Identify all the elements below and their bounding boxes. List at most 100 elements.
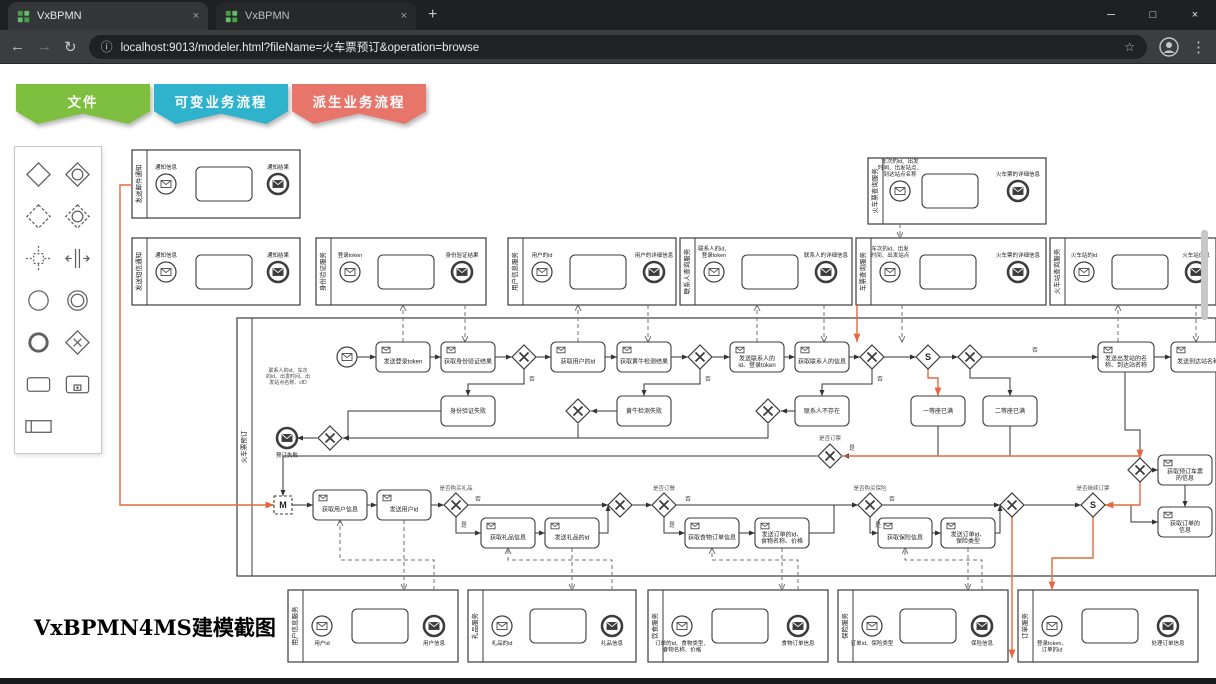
bpmn-task[interactable] (378, 255, 434, 289)
end-event-icon[interactable] (19, 321, 58, 363)
bpmn-start[interactable] (337, 347, 357, 367)
gateway-marker: M (279, 500, 287, 510)
bpmn-end[interactable]: 保险信息 (971, 616, 994, 647)
bpmn-start[interactable]: 登录token (338, 251, 362, 282)
menu-icon[interactable]: ⋮ (1191, 38, 1206, 56)
bpmn-task[interactable]: 发送订单的id、食物名称、价格 (755, 518, 809, 548)
bpmn-task[interactable] (530, 609, 586, 643)
task-label: 黄牛检测失败 (626, 407, 662, 415)
subprocess-icon[interactable] (58, 363, 97, 405)
reload-button[interactable]: ↻ (64, 38, 77, 56)
space-tool-icon[interactable] (58, 237, 97, 279)
new-tab-button[interactable]: + (428, 6, 437, 24)
tab-close-icon[interactable]: × (193, 10, 199, 22)
bookmark-star-icon[interactable]: ☆ (1124, 40, 1135, 54)
bpmn-end[interactable]: 用户信息 (423, 616, 446, 647)
bpmn-task[interactable] (920, 255, 976, 289)
pool-label: 保险服务 (840, 613, 849, 640)
bpmn-task[interactable] (1112, 255, 1168, 289)
vxbpmn-logo-icon (17, 10, 30, 23)
task-label: 二等座已满 (995, 407, 1025, 415)
bpmn-task[interactable] (1082, 609, 1138, 643)
bpmn-task[interactable] (742, 255, 798, 289)
minimize-button[interactable]: ─ (1090, 0, 1132, 30)
ribbon-tab-variable-process[interactable]: 可变业务流程 (154, 84, 288, 124)
dashed-event-gateway-icon[interactable] (58, 195, 97, 237)
tab-close-icon[interactable]: × (401, 10, 407, 22)
bpmn-task[interactable]: 联系人不存在 (795, 396, 849, 426)
bpmn-task[interactable]: 获取身份验证结果 (441, 342, 495, 372)
event-label: 礼品信息 (601, 639, 624, 647)
bpmn-task[interactable] (922, 174, 978, 208)
ribbon-tab-derived-process[interactable]: 派生业务流程 (292, 84, 426, 124)
task-icon[interactable] (19, 363, 58, 405)
profile-avatar-icon[interactable] (1159, 37, 1179, 57)
bpmn-end[interactable]: 预订失败 (276, 428, 299, 459)
bpmn-task[interactable]: 获取食物订单信息 (685, 518, 739, 548)
bpmn-task[interactable]: 一等座已满 (911, 396, 965, 426)
info-icon[interactable]: ⓘ (101, 38, 113, 55)
canvas-scrollbar[interactable] (1201, 230, 1208, 320)
bpmn-task[interactable]: 获取预订车票的信息 (1158, 455, 1212, 485)
diagram-label: 是 (849, 445, 855, 452)
bpmn-task[interactable] (352, 609, 408, 643)
bpmn-end[interactable]: 通知结果 (267, 163, 290, 194)
bpmn-task[interactable]: 获取礼品信息 (481, 518, 535, 548)
participant-icon[interactable] (19, 405, 58, 447)
event-label: 通知结果 (267, 251, 290, 259)
bpmn-task[interactable]: 获取用户的id (551, 342, 605, 372)
bpmn-task[interactable]: 获取订单的信息 (1158, 507, 1212, 537)
crosshair-tool-icon[interactable] (19, 237, 58, 279)
bpmn-task[interactable]: 发送登录token (376, 342, 430, 372)
address-bar[interactable]: ⓘ localhost:9013/modeler.html?fileName=火… (89, 35, 1147, 59)
maximize-button[interactable]: □ (1132, 0, 1174, 30)
bpmn-task[interactable]: 获取保险信息 (878, 518, 932, 548)
bpmn-task[interactable] (196, 167, 252, 201)
bpmn-task[interactable] (900, 609, 956, 643)
bpmn-start[interactable]: 用户id (312, 616, 332, 647)
ribbon-tab-file[interactable]: 文件 (16, 84, 150, 124)
task-label: 获取预订车票 (1167, 467, 1203, 475)
bpmn-start[interactable]: 通知信息 (155, 163, 178, 194)
complex-gateway-icon[interactable] (58, 321, 97, 363)
bpmn-task[interactable]: 发送出发站的名称、到达站名称 (1098, 342, 1154, 372)
exclusive-gateway-icon[interactable] (19, 153, 58, 195)
event-gateway-icon[interactable] (58, 153, 97, 195)
pool-label: 身份验证服务 (318, 252, 327, 292)
forward-button[interactable]: → (37, 38, 52, 55)
bpmn-task[interactable]: 身份验证失败 (441, 396, 495, 426)
browser-tab-2[interactable]: VxBPMN × (216, 2, 416, 30)
bpmn-start[interactable]: 通知信息 (155, 251, 178, 282)
bpmn-task[interactable]: 二等座已满 (983, 396, 1037, 426)
browser-tab-1[interactable]: VxBPMN × (8, 2, 208, 30)
bpmn-start[interactable]: 礼品的id (492, 616, 513, 647)
bpmn-m[interactable]: M (274, 496, 292, 514)
bpmn-task[interactable]: 获取联系人的信息 (795, 342, 849, 372)
bpmn-task[interactable]: 获取用户信息 (313, 490, 367, 520)
vxbpmn-logo-icon (225, 10, 238, 23)
bpmn-task[interactable]: 发送用户id (377, 490, 431, 520)
bpmn-task[interactable]: 黄牛检测失败 (617, 396, 671, 426)
dashed-gateway-icon[interactable] (19, 195, 58, 237)
start-event-icon[interactable] (19, 279, 58, 321)
event-label: 时间、出发站点、 (878, 164, 922, 172)
bpmn-start[interactable]: 用户的id (532, 251, 553, 282)
pool-label: 用户信息服务 (510, 252, 519, 292)
bpmn-task[interactable]: 发送到达站名称 (1171, 342, 1216, 372)
back-button[interactable]: ← (10, 38, 25, 55)
bpmn-end[interactable]: 礼品信息 (601, 616, 624, 647)
bpmn-task[interactable]: 发送联系人的id、登录token (730, 342, 784, 372)
bpmn-end[interactable]: 通知结果 (267, 251, 290, 282)
close-button[interactable]: × (1174, 0, 1216, 30)
bpmn-task[interactable]: 发送订单id、保险类型 (941, 518, 995, 548)
event-label: 火车站的id (1071, 251, 1097, 259)
bpmn-task[interactable] (712, 609, 768, 643)
intermediate-event-icon[interactable] (58, 279, 97, 321)
bpmn-task[interactable]: 发送礼品的id (545, 518, 599, 548)
bpmn-task[interactable]: 获取黄牛检测结果 (617, 342, 671, 372)
bpmn-task[interactable] (570, 255, 626, 289)
event-label: 车次的id、出发 (871, 245, 909, 253)
bpmn-task[interactable] (196, 255, 252, 289)
event-label: 通知信息 (155, 163, 178, 171)
pool-label: 火车票查询服务 (870, 168, 879, 214)
